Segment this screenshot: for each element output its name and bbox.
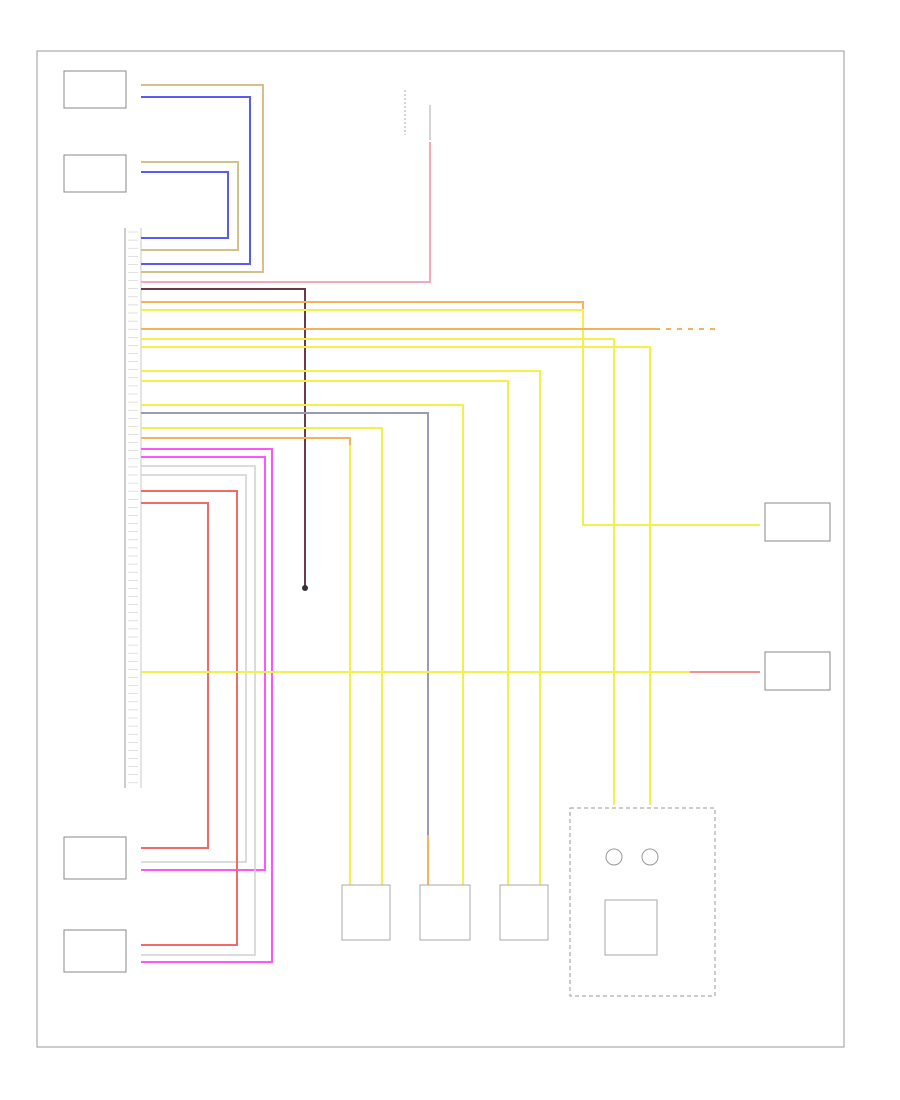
body-processor-box: [764, 651, 831, 691]
wires: [141, 84, 760, 963]
wire-pink-fuse: [141, 142, 431, 283]
wire-yellow-inf2: [141, 380, 509, 885]
wire-ground: [141, 288, 306, 586]
wire-blue-2: [141, 171, 229, 239]
wire-yellow-inf1: [141, 370, 541, 885]
airbag-module-connector: [124, 228, 142, 788]
wire-gray-2: [141, 474, 247, 863]
wire-red-1: [141, 490, 238, 946]
wire-red-2: [141, 502, 209, 849]
wire-pink-2: [141, 456, 266, 871]
clockspring-coil-right: [641, 848, 659, 866]
clockspring-coil-left: [605, 848, 623, 866]
ground-icon: [302, 585, 308, 591]
right-side-curtain-box: [63, 836, 127, 880]
driver-inflator-connector: [419, 884, 471, 941]
left-pretensioner-box: [63, 154, 127, 193]
wire-yellow-ip: [141, 309, 760, 526]
wire-yellow-pass1: [141, 427, 383, 885]
wire-gray-drv: [141, 412, 429, 835]
wire-pink-1: [141, 448, 273, 963]
passenger-inflator-connector: [499, 884, 549, 941]
right-pretensioner-box: [63, 70, 127, 109]
passenger-airbag-connector: [341, 884, 391, 941]
diagram-frame: [36, 50, 845, 1048]
wire-gray-1: [141, 465, 256, 956]
instrument-panel-box: [764, 502, 831, 542]
wire-yellow-cs1: [141, 338, 615, 805]
wire-tan-1: [141, 84, 264, 273]
wire-yellow-cs2: [141, 346, 651, 805]
wire-yellow-drv1: [141, 404, 464, 885]
hot-fuse-icon: [404, 90, 431, 140]
driver-airbag-connector: [604, 899, 658, 956]
wire-blue-1: [141, 96, 251, 265]
clockspring-box: [569, 807, 716, 997]
left-side-curtain-box: [63, 929, 127, 973]
wire-tan-2: [141, 161, 239, 251]
